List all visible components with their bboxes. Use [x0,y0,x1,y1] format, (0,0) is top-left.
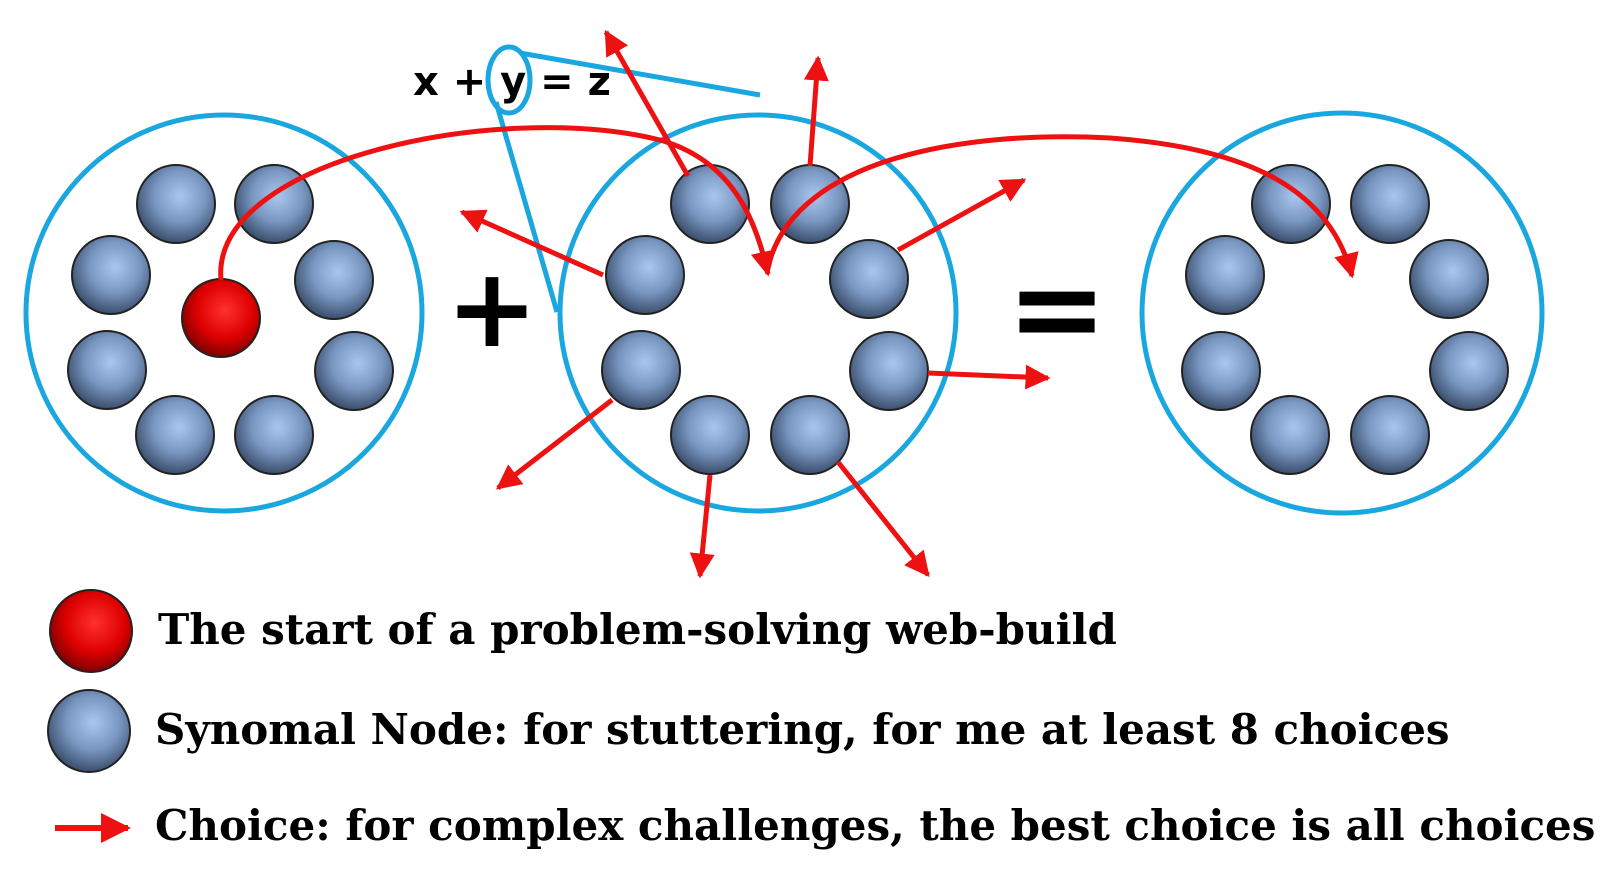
synomal-node [1250,395,1330,475]
y-highlight-ellipse [485,44,533,116]
choice-arrows [459,29,1051,579]
synomal-node [314,331,394,411]
legend-node-label: Synomal Node: for stuttering, for me at … [155,705,1450,754]
equation-text: x + y = z [413,59,611,105]
choice-arrow [603,29,691,178]
synomal-node [1181,331,1261,411]
cluster-ring-right [1139,110,1545,516]
choice-arrow [896,177,1027,253]
synomal-node [601,330,681,410]
callout-line [493,101,560,313]
middle-cluster-nodes [601,164,929,475]
right-cluster-nodes [1181,164,1509,475]
synomal-node [136,164,216,244]
synomal-node [71,235,151,315]
choice-arrow [927,364,1051,390]
callout-line [519,50,761,98]
legend-start-node-icon [49,589,133,673]
choice-arrow [496,398,614,490]
synomal-node [294,240,374,320]
choice-arrow [689,474,715,579]
path-curve-start-to-middle [218,125,776,281]
synomal-node [1350,164,1430,244]
choice-arrow [803,55,829,167]
legend-choice-label: Choice: for complex challenges, the best… [155,801,1595,850]
choice-arrow [836,460,930,577]
synomal-node [670,395,750,475]
synomal-node [829,239,909,319]
cluster-ring-middle [557,112,959,514]
synomal-node [234,395,314,475]
synomal-node [770,395,850,475]
synomal-node [1185,235,1265,315]
legend: The start of a problem-solving web-build… [47,589,1595,850]
path-curve-middle-to-right [767,134,1359,279]
legend-synomal-node-icon [47,689,131,773]
synomal-node [1409,239,1489,319]
synomal-node [670,164,750,244]
synomal-node [1429,331,1509,411]
start-node [181,278,261,358]
synomal-node [67,330,147,410]
synomal-node [1350,395,1430,475]
legend-start-label: The start of a problem-solving web-build [158,605,1117,654]
plus-operator: + [446,244,538,372]
choice-arrow [459,209,605,278]
cluster-ring-left [23,112,425,514]
synomal-node [849,331,929,411]
equals-operator: = [1007,240,1108,379]
left-cluster-nodes [67,164,394,475]
synomal-node [135,395,215,475]
synomal-node [1251,164,1331,244]
equation-callout: x + y = z [413,44,761,313]
synomal-node [605,235,685,315]
